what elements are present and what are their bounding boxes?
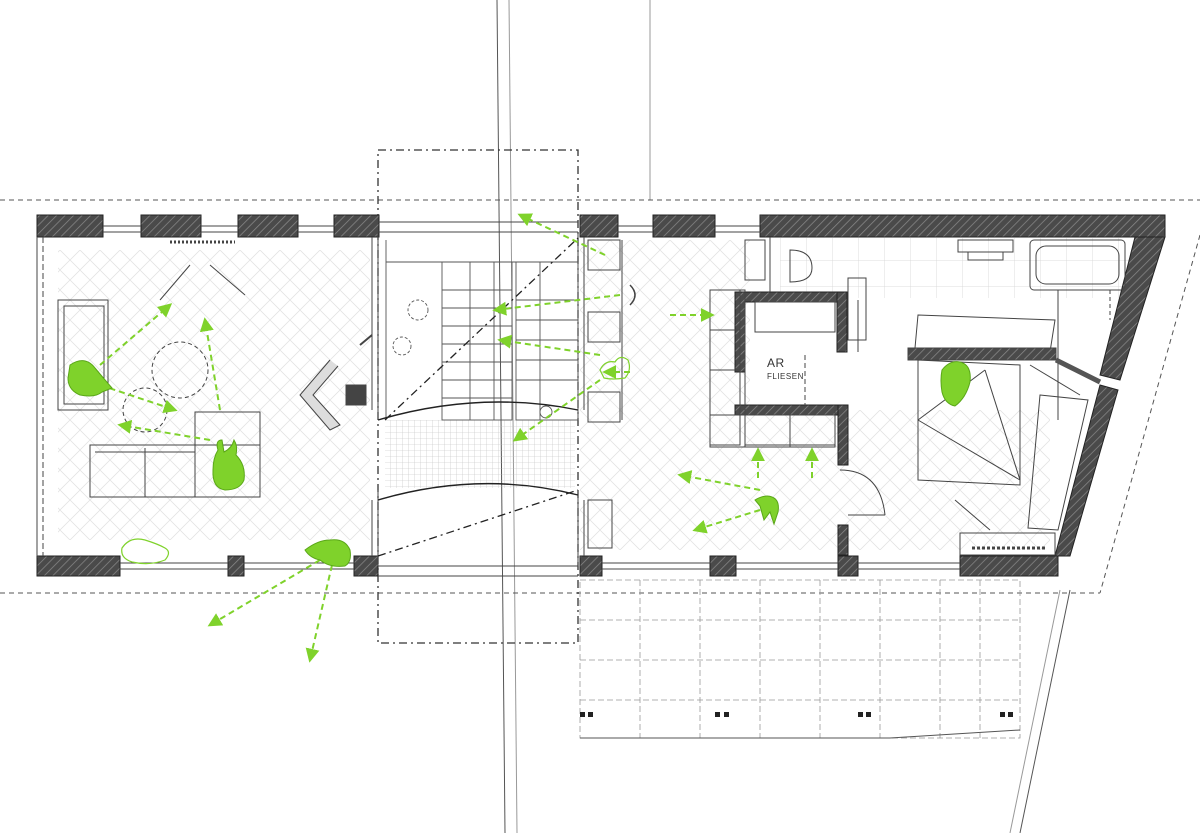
middle-furniture	[587, 239, 886, 549]
terrace-grid	[579, 579, 1021, 739]
cat-figure-sofa	[67, 360, 113, 397]
tower-outline	[377, 149, 579, 644]
bathroom	[957, 239, 1126, 420]
dog-figure	[754, 495, 779, 526]
cat-figure-lounge	[212, 438, 245, 491]
cat-figure-window	[304, 539, 351, 567]
bedroom	[907, 314, 1102, 556]
cat-figure-bedroom	[940, 361, 971, 407]
staircase	[377, 237, 579, 557]
room-label: AR	[767, 356, 785, 370]
floor-finish-label: FLIESEN	[767, 372, 804, 381]
living-furniture	[57, 240, 373, 498]
window-lines	[36, 221, 960, 577]
walls	[36, 214, 1166, 577]
movement-arrows	[99, 213, 819, 663]
terrace-posts	[580, 712, 1013, 717]
floor-finish	[58, 238, 1135, 550]
cat-outline-floor	[121, 538, 170, 565]
cat-outline-dining	[599, 356, 631, 380]
